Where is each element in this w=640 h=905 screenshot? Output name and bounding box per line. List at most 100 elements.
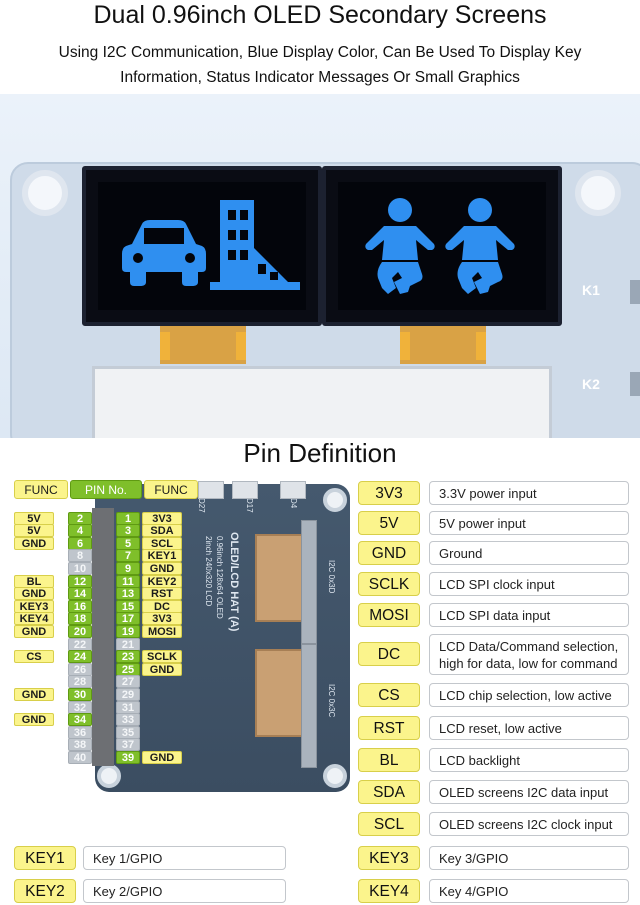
- baby-icon: [445, 198, 515, 294]
- pin-number-left: 12: [68, 574, 92, 588]
- lcd-panel: [92, 366, 552, 438]
- pin-func-right: GND: [142, 662, 182, 676]
- pin-func-left: BL: [14, 574, 54, 588]
- pin-number-left: 4: [68, 524, 92, 538]
- key-description: Key 4/GPIO: [429, 879, 629, 903]
- side-button: [630, 372, 640, 396]
- pin-number-left: 22: [68, 637, 92, 651]
- oled-connector: [301, 644, 317, 768]
- pin-number-right: 31: [116, 700, 140, 714]
- legend-pin-name: BL: [358, 748, 420, 772]
- pin-number-right: 39: [116, 751, 140, 764]
- board-label: D17: [245, 498, 254, 513]
- product-photo: K1 K2: [0, 94, 640, 438]
- pin-func-right: SCL: [142, 536, 182, 550]
- pin-number-right: 25: [116, 662, 140, 676]
- legend-pin-name: GND: [358, 541, 420, 565]
- pin-func-right: DC: [142, 599, 182, 613]
- pin-number-left: 20: [68, 625, 92, 638]
- fpc-connector: [255, 534, 303, 622]
- hat-line-2: 2inch 240x320 LCD: [204, 536, 213, 607]
- key-name: KEY2: [14, 879, 76, 903]
- pin-func-left: 5V: [14, 511, 54, 525]
- page-title: Dual 0.96inch OLED Secondary Screens: [93, 1, 547, 29]
- pin-func-left: GND: [14, 625, 54, 638]
- legend-pin-name: SDA: [358, 780, 420, 804]
- legend-pin-name: RST: [358, 716, 420, 740]
- pin-func-right: KEY2: [142, 574, 182, 588]
- gpio-header-strip: [92, 508, 114, 766]
- pin-number-left: 40: [68, 751, 92, 764]
- legend-pin-name: DC: [358, 642, 420, 666]
- pin-func-right: RST: [142, 587, 182, 601]
- board-label: D27: [197, 498, 206, 513]
- legend-pin-description: LCD Data/Command selection,high for data…: [429, 634, 629, 675]
- flex-cable-right: [400, 326, 486, 364]
- key-mark-k1: K1: [582, 282, 600, 298]
- legend-pin-description: LCD SPI data input: [429, 603, 629, 627]
- func-header-right: FUNC: [144, 480, 198, 499]
- pin-func-right: GND: [142, 751, 182, 764]
- legend-pin-name: SCL: [358, 812, 420, 836]
- board-label: D4: [289, 498, 298, 509]
- hat-line-1: 0.96inch 128x64 OLED: [215, 536, 224, 619]
- oled-screen-right: [322, 166, 562, 326]
- key-button: [198, 481, 224, 499]
- legend-pin-name: 3V3: [358, 481, 420, 505]
- key-description: Key 1/GPIO: [83, 846, 286, 870]
- pin-func-right: SCLK: [142, 650, 182, 664]
- legend-pin-description: OLED screens I2C data input: [429, 780, 629, 804]
- subtitle-line-1: Using I2C Communication, Blue Display Co…: [58, 44, 582, 61]
- pin-number-right: 13: [116, 587, 140, 601]
- mount-hole: [575, 170, 621, 216]
- pin-number-right: 37: [116, 738, 140, 752]
- pin-func-right: SDA: [142, 524, 182, 538]
- flex-cable-left: [160, 326, 246, 364]
- pin-number-left: 16: [68, 599, 92, 613]
- key-name: KEY3: [358, 846, 420, 870]
- pin-number-right: 15: [116, 599, 140, 613]
- pin-number-right: 3: [116, 524, 140, 538]
- oled-connector: [301, 520, 317, 644]
- legend-pin-description: LCD chip selection, low active: [429, 683, 629, 707]
- baby-icon: [365, 198, 435, 294]
- pin-number-right: 17: [116, 612, 140, 626]
- pin-number-left: 28: [68, 675, 92, 689]
- pin-func-left: CS: [14, 650, 54, 664]
- legend-pin-description: OLED screens I2C clock input: [429, 812, 629, 836]
- page-subtitle: Using I2C Communication, Blue Display Co…: [20, 40, 620, 90]
- legend-pin-description: LCD reset, low active: [429, 716, 629, 740]
- key-name: KEY4: [358, 879, 420, 903]
- pin-func-right: KEY1: [142, 549, 182, 563]
- pin-number-left: 38: [68, 738, 92, 752]
- key-name: KEY1: [14, 846, 76, 870]
- pin-func-right: 3V3: [142, 511, 182, 525]
- key-button: [280, 481, 306, 499]
- pin-number-left: 8: [68, 549, 92, 563]
- key-button: [232, 481, 258, 499]
- pin-number-right: 19: [116, 625, 140, 638]
- pin-func-left: GND: [14, 587, 54, 601]
- key-description: Key 3/GPIO: [429, 846, 629, 870]
- pin-func-right: MOSI: [142, 625, 182, 638]
- pin-number-left: 36: [68, 725, 92, 739]
- legend-pin-description: 5V power input: [429, 511, 629, 535]
- pin-number-left: 14: [68, 587, 92, 601]
- pin-number-left: 32: [68, 700, 92, 714]
- pin-number-right: 23: [116, 650, 140, 664]
- side-button: [630, 280, 640, 304]
- legend-pin-name: CS: [358, 683, 420, 707]
- pin-number-right: 5: [116, 536, 140, 550]
- pin-number-header: PIN No.: [70, 480, 142, 499]
- pin-definition-title: Pin Definition: [243, 438, 397, 468]
- pin-number-right: 33: [116, 713, 140, 727]
- i2c-address-1: I2C 0x3D: [327, 560, 336, 594]
- left-screen-graphics: [122, 200, 300, 290]
- building-icon: [210, 200, 300, 290]
- pin-number-right: 9: [116, 562, 140, 575]
- pin-number-right: 7: [116, 549, 140, 563]
- pin-number-left: 6: [68, 536, 92, 550]
- hat-title: OLED/LCD HAT (A): [228, 532, 240, 632]
- pin-number-right: 35: [116, 725, 140, 739]
- legend-pin-name: MOSI: [358, 603, 420, 627]
